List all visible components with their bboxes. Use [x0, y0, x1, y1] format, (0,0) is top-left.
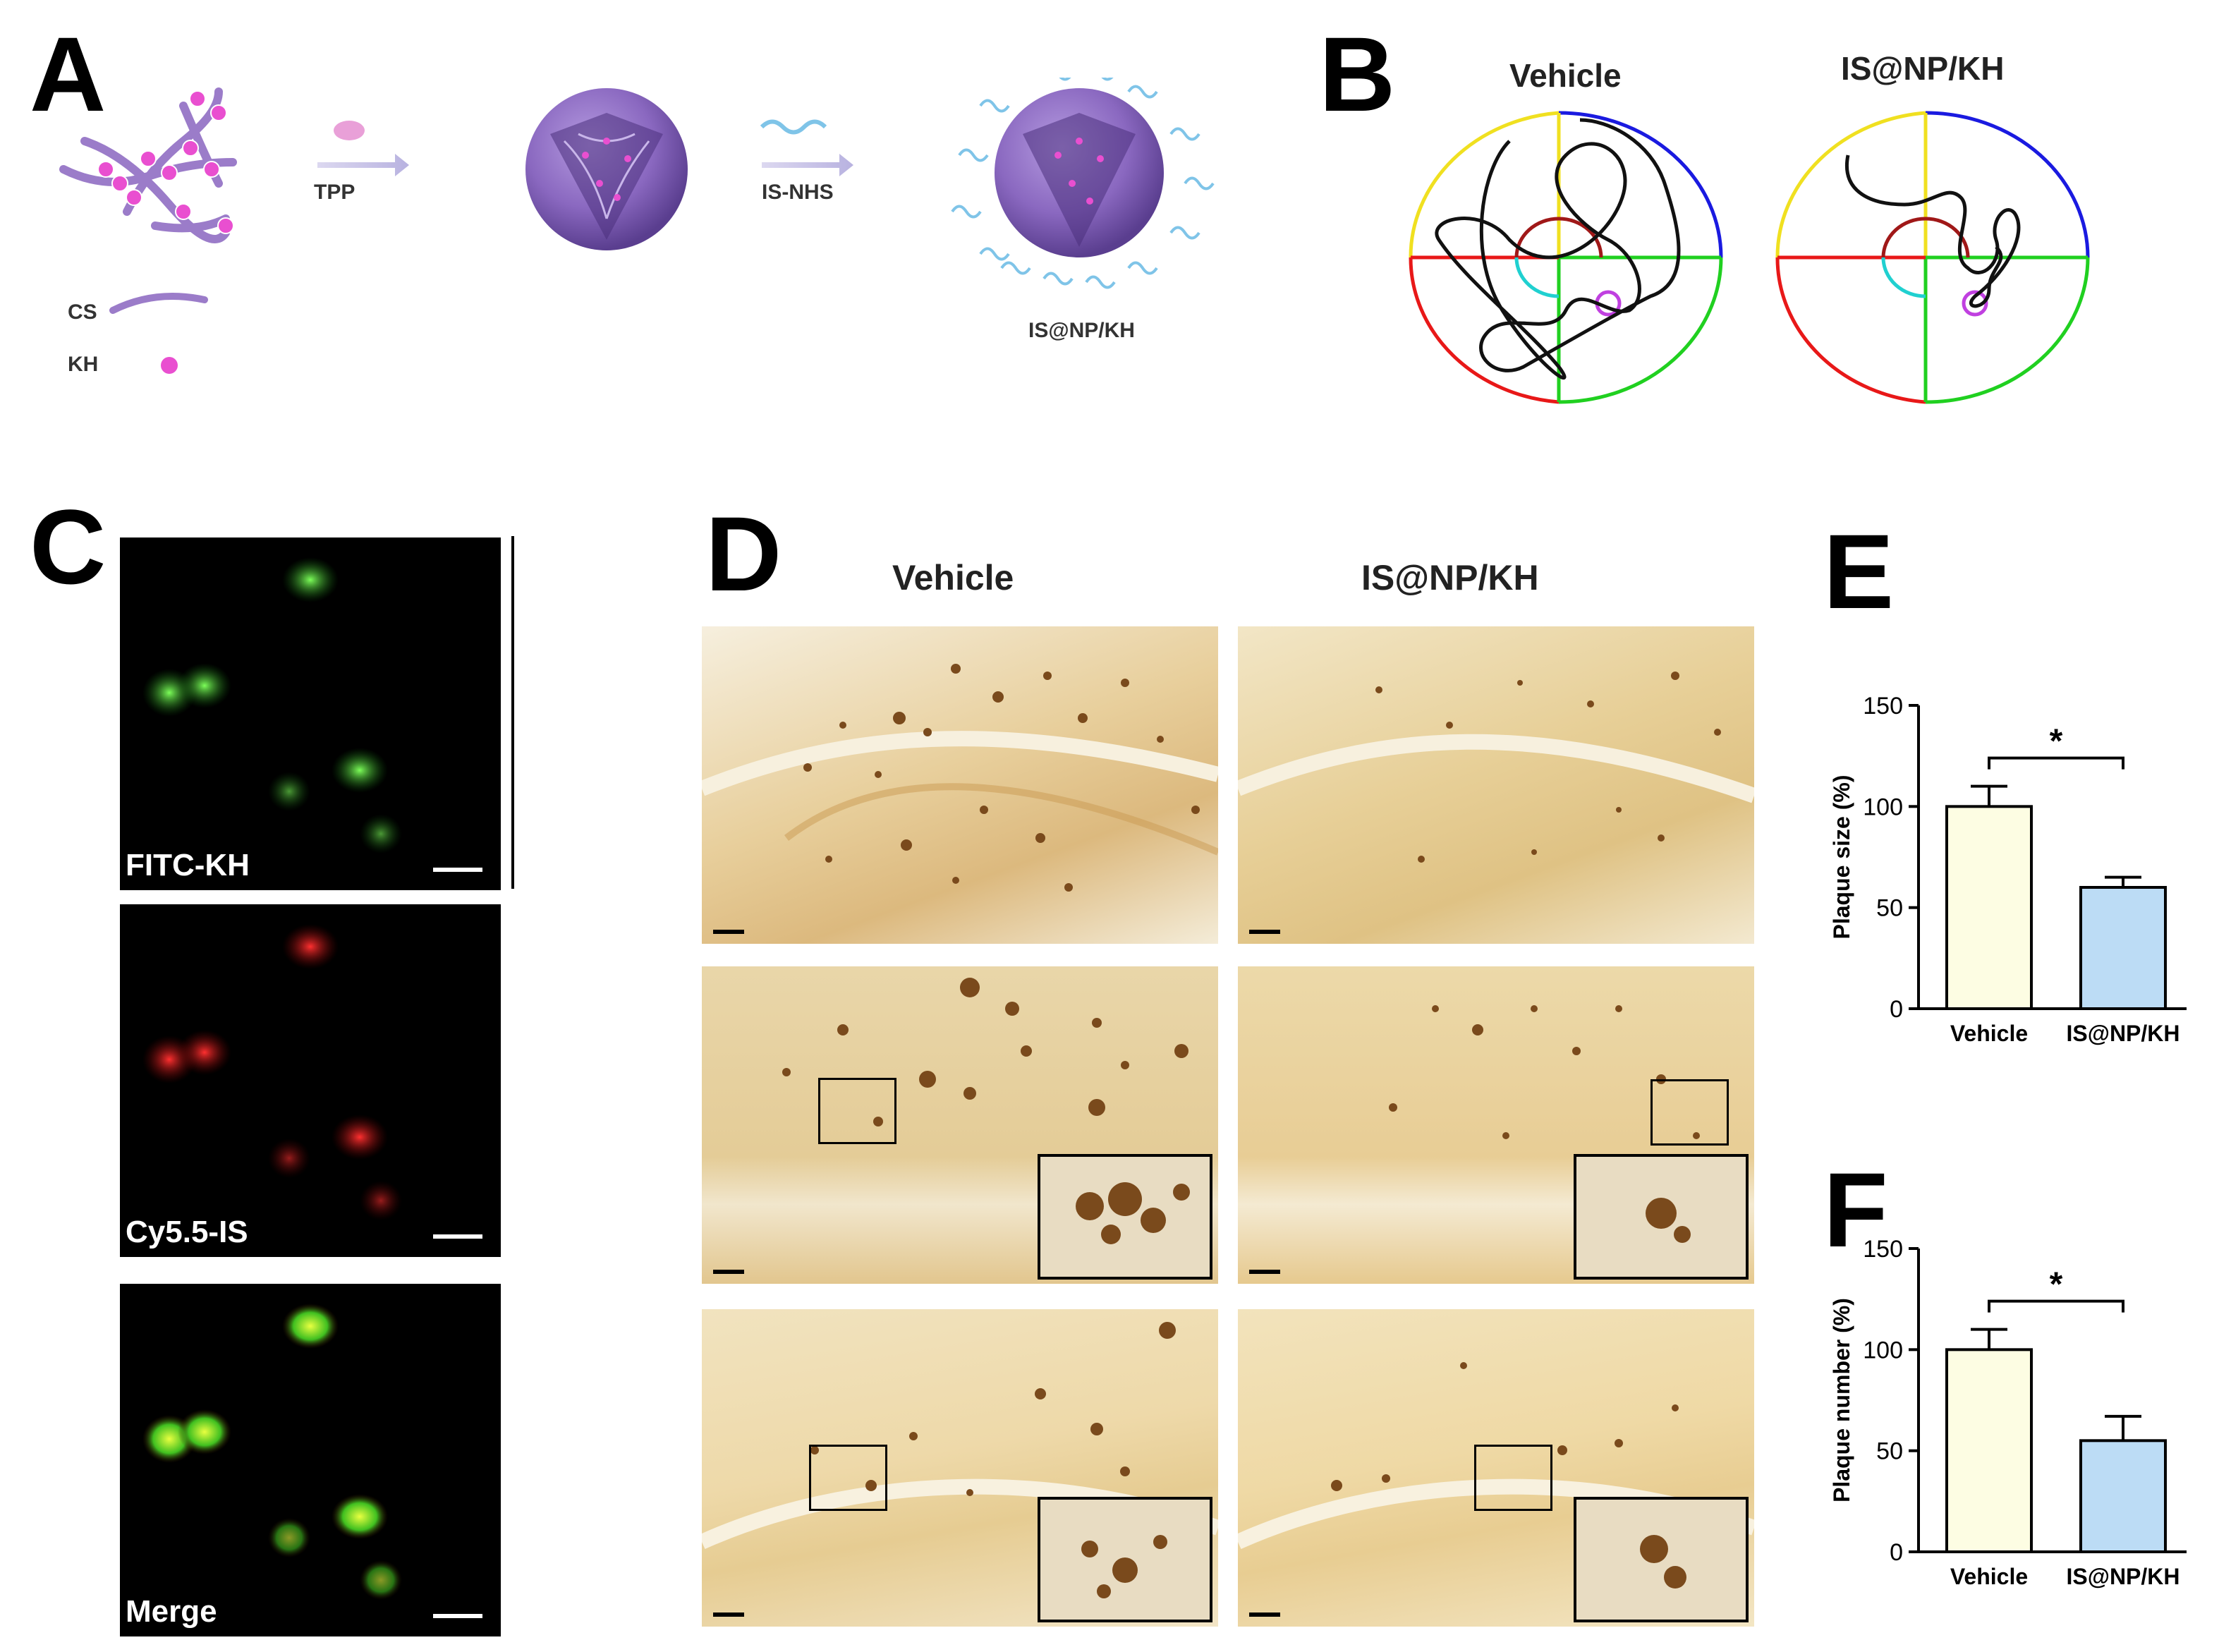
nanoparticle-sphere [525, 88, 688, 250]
zoom-box [1474, 1445, 1552, 1511]
caption-merge: Merge [126, 1594, 217, 1629]
kh-legend-dot [161, 357, 178, 374]
histology-vehicle-hippocampus [702, 1309, 1218, 1627]
histology-vehicle-cortex [702, 966, 1218, 1284]
scale-bar [713, 1612, 744, 1617]
y-tick-label: 0 [1890, 1539, 1903, 1566]
product-label: IS@NP/KH [1028, 319, 1135, 342]
category-label: Vehicle [1950, 1021, 2028, 1046]
histology-treated-hippocampus [1238, 1309, 1754, 1627]
zoom-inset [1038, 1497, 1212, 1622]
micrograph-fitc-kh: FITC-KH [120, 537, 501, 890]
scale-bar [433, 1614, 482, 1618]
maze-treated [1775, 111, 2090, 404]
tpp-pill-icon [334, 121, 365, 140]
maze-title-treated: IS@NP/KH [1841, 50, 2005, 87]
category-label: Vehicle [1950, 1564, 2028, 1589]
caption-cy55-is: Cy5.5-IS [126, 1215, 248, 1249]
column-header-treated: IS@NP/KH [1361, 558, 1539, 597]
arrow-icon-2 [762, 154, 853, 176]
tpp-label: TPP [314, 181, 355, 204]
nanoparticle-synthesis-schematic [59, 78, 1215, 374]
bar [2079, 886, 2167, 1010]
panel-letter-e: E [1823, 512, 1895, 631]
significance-bracket [1988, 756, 2124, 770]
cs-legend-line [109, 293, 208, 314]
panel-letter-b: B [1319, 15, 1396, 133]
bar [1945, 805, 2033, 1010]
scale-bar [1249, 1270, 1280, 1274]
micrograph-cy55-is: Cy5.5-IS [120, 904, 501, 1257]
panel-letter-c: C [30, 487, 107, 606]
cs-label: CS [68, 300, 97, 324]
y-tick-label: 150 [1863, 1236, 1903, 1263]
scale-bar [433, 1234, 482, 1239]
bar [1945, 1348, 2033, 1553]
scale-bar [433, 868, 482, 872]
y-tick-label: 50 [1876, 895, 1903, 922]
significance-bracket [1988, 1299, 2124, 1313]
is-coated-nanoparticle [951, 78, 1215, 289]
arrow-icon-1 [317, 154, 409, 176]
zoom-inset [1038, 1154, 1212, 1280]
scale-bar [1249, 1612, 1280, 1617]
y-tick-label: 100 [1863, 1337, 1903, 1363]
histology-vehicle-overview [702, 626, 1218, 944]
scale-bar [1249, 930, 1280, 934]
histology-treated-cortex [1238, 966, 1754, 1284]
micrograph-merge: Merge [120, 1284, 501, 1636]
kh-drug-dots [97, 90, 234, 234]
caption-fitc-kh: FITC-KH [126, 848, 250, 882]
significance-star: * [2050, 1266, 2063, 1304]
kh-label: KH [68, 353, 99, 376]
panel-letter-f: F [1823, 1150, 1888, 1269]
maze-title-vehicle: Vehicle [1509, 57, 1622, 94]
y-tick-label: 100 [1863, 794, 1903, 820]
is-nhs-label: IS-NHS [762, 181, 834, 204]
panel-letter-d: D [705, 494, 782, 613]
scale-bar [713, 1270, 744, 1274]
category-label: IS@NP/KH [2067, 1564, 2180, 1589]
zoom-box [818, 1078, 896, 1144]
y-tick-label: 150 [1863, 693, 1903, 719]
zoom-inset [1574, 1154, 1749, 1280]
zoom-box [1650, 1079, 1729, 1146]
zoom-box [809, 1445, 887, 1511]
category-label: IS@NP/KH [2067, 1021, 2180, 1046]
y-axis-label: Plaque size (%) [1829, 775, 1854, 940]
y-axis-label: Plaque number (%) [1829, 1298, 1854, 1502]
y-tick-label: 0 [1890, 996, 1903, 1023]
significance-star: * [2050, 723, 2063, 760]
is-nhs-wave-icon [760, 119, 827, 135]
bar [2079, 1439, 2167, 1554]
y-tick-label: 50 [1876, 1438, 1903, 1465]
water-maze-tracks [1409, 111, 2090, 404]
zoom-inset [1574, 1497, 1749, 1622]
panel-letter-a: A [30, 15, 107, 133]
divider-line [511, 536, 514, 889]
maze-vehicle [1409, 111, 1723, 404]
column-header-vehicle: Vehicle [892, 558, 1014, 597]
scale-bar [713, 930, 744, 934]
histology-treated-overview [1238, 626, 1754, 944]
